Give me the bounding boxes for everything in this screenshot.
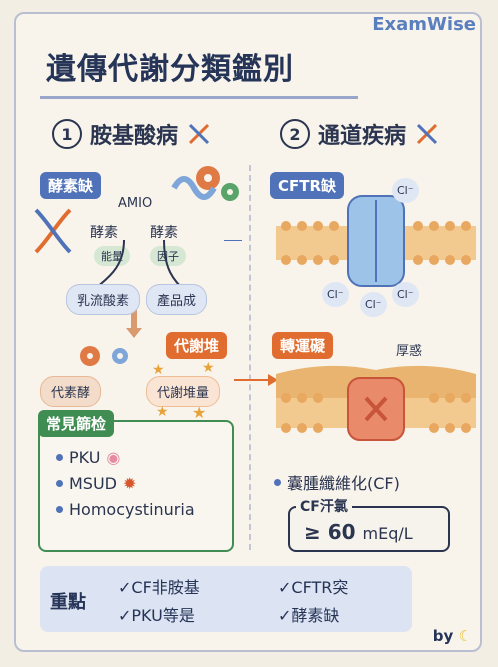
svg-text:★: ★ (192, 403, 206, 420)
sweat-chloride-value: ≥ 60 mEq/L (304, 520, 413, 544)
screening-item: MSUD (69, 474, 117, 493)
svg-text:★: ★ (152, 362, 165, 378)
svg-text:★: ★ (156, 404, 169, 420)
key-point: ✓PKU等是 (118, 606, 195, 625)
byline-text: by (432, 627, 454, 645)
list-item: PKU ◉ (56, 448, 195, 467)
lactate-bubble: 乳流酸素 (66, 284, 141, 315)
cf-disease-label: 囊腫纖維化(CF) (287, 474, 400, 493)
threshold-unit: mEq/L (362, 524, 413, 543)
gear-icon (171, 166, 239, 201)
chloride-ion: Cl⁻ (392, 282, 419, 307)
gear-icon (80, 346, 128, 366)
transport-block-tag: 轉運礙 (272, 332, 334, 359)
brand-logo: ExamWise (372, 14, 476, 35)
section-number: 1 (52, 119, 82, 149)
section-heading-amino: 1 胺基酸病 (52, 118, 212, 150)
membrane-channel-diagram (276, 195, 476, 287)
enzyme-label-2: 酵素 (150, 225, 178, 241)
enzyme-bubble: 代素酵 (40, 376, 102, 407)
chloride-ion: Cl⁻ (322, 282, 349, 307)
product-bubble: 產品成 (146, 284, 208, 315)
enzyme-deficiency-tag: 酵素缺 (40, 172, 102, 199)
key-point: ✓酵素缺 (278, 606, 340, 625)
svg-text:★: ★ (202, 360, 215, 376)
column-divider (249, 165, 251, 550)
amio-label: AMIO (118, 196, 153, 211)
chloride-ion: Cl⁻ (360, 292, 387, 317)
brain-icon: ◉ (106, 448, 121, 467)
accumulation-bubble: 代謝堆量 (146, 376, 221, 407)
metabolite-accumulation-tag: 代謝堆 (166, 332, 228, 359)
blocked-channel-diagram (276, 365, 476, 441)
page-title: 遺傳代謝分類鑑別 (46, 52, 294, 87)
cf-disease-line: 囊腫纖維化(CF) (274, 470, 400, 494)
cofactor-pill: 因子 (150, 246, 186, 266)
threshold-value: ≥ 60 (304, 520, 356, 544)
title-underline (40, 96, 358, 99)
cftr-deficiency-tag: CFTR缺 (270, 172, 345, 199)
section-title: 通道疾病 (318, 124, 407, 149)
list-item: Homocystinuria (56, 500, 195, 519)
dna-icon (34, 208, 72, 254)
bullet-icon (56, 506, 63, 513)
chloride-ion: Cl⁻ (392, 178, 419, 203)
bullet-icon (56, 480, 63, 487)
screening-panel: 常見篩检 PKU ◉ MSUD ✹ Homocystinuria (38, 410, 234, 552)
key-point: ✓CF非胺基 (118, 578, 200, 597)
sweat-chloride-box: CF汗氯 ≥ 60 mEq/L (288, 496, 450, 552)
sweat-chloride-title: CF汗氯 (296, 496, 352, 516)
list-item: MSUD ✹ (56, 474, 195, 493)
banana-icon: ☾ (458, 627, 472, 645)
screening-title: 常見篩检 (38, 410, 115, 437)
byline: by ☾ (433, 627, 472, 645)
screening-list: PKU ◉ MSUD ✹ Homocystinuria (56, 448, 195, 526)
key-point: ✓CFTR突 (278, 578, 349, 597)
maple-leaf-icon: ✹ (123, 474, 137, 493)
star-icon: ★ ★ ★ ★ (152, 360, 215, 420)
section-title: 胺基酸病 (90, 124, 179, 149)
dna-icon (188, 123, 210, 145)
bullet-icon (274, 478, 281, 486)
key-points-panel: 重點 ✓CF非胺基 ✓CFTR突 ✓PKU等是 ✓酵素缺 (40, 566, 412, 632)
enzyme-label-1: 酵素 (90, 225, 118, 241)
arrow-right-icon (234, 374, 278, 386)
section-number: 2 (280, 119, 310, 149)
bullet-icon (56, 454, 63, 461)
section-heading-channel: 2 通道疾病 (280, 118, 440, 150)
dna-icon (416, 123, 438, 145)
thick-mucus-label: 厚惑 (396, 344, 423, 359)
key-points-title: 重點 (50, 592, 86, 613)
screening-item: PKU (69, 448, 101, 467)
screening-item: Homocystinuria (69, 500, 195, 519)
